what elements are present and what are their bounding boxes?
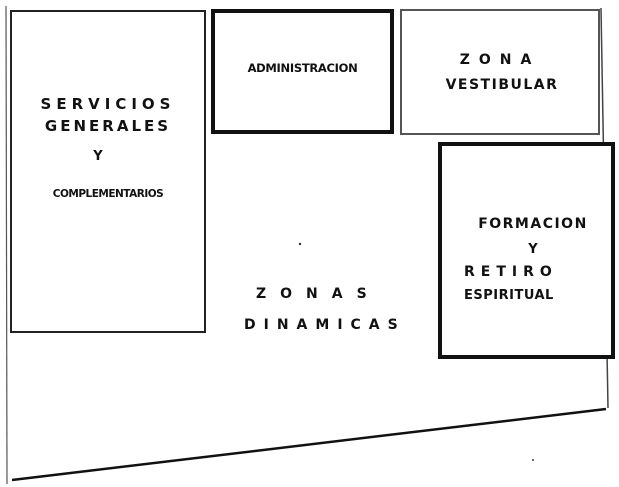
speck — [298, 242, 302, 246]
dinamicas-line1: ZONAS — [256, 286, 381, 302]
administracion-label: ADMINISTRACION — [247, 61, 358, 75]
site-boundary-left — [5, 5, 8, 485]
servicios-line3: Y — [93, 149, 103, 164]
zone-vestibular — [400, 9, 600, 135]
servicios-line2: GENERALES — [44, 117, 172, 135]
zone-formacion-retiro — [438, 142, 615, 359]
servicios-line4: COMPLEMENTARIOS — [52, 188, 164, 200]
formacion-line3: RETIRO — [464, 264, 558, 280]
site-boundary-bottom — [11, 407, 607, 482]
speck — [532, 459, 534, 461]
zone-servicios-generales — [10, 10, 206, 333]
servicios-line1: SERVICIOS — [40, 95, 176, 113]
dinamicas-line2: DINAMICAS — [244, 317, 406, 333]
vestibular-line1: ZONA — [459, 52, 541, 68]
vestibular-line2: VESTIBULAR — [445, 77, 559, 93]
formacion-line1: FORMACION — [478, 216, 588, 232]
zone-administracion — [211, 9, 394, 134]
formacion-line4: ESPIRITUAL — [464, 288, 554, 303]
formacion-line2: Y — [528, 242, 538, 257]
